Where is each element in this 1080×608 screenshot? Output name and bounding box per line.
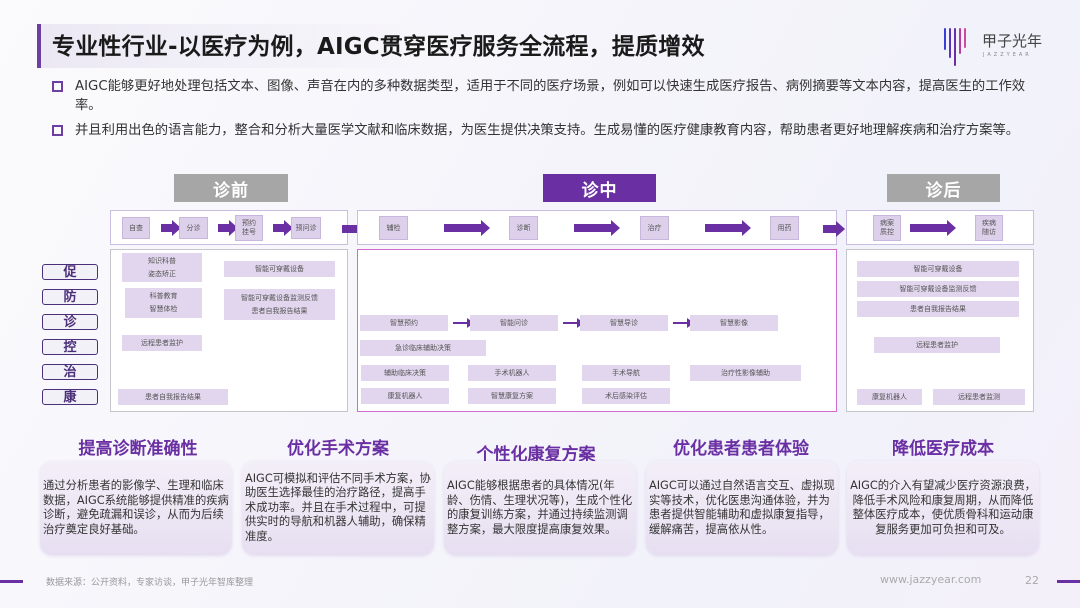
arrow-right-icon bbox=[444, 220, 490, 236]
chip: 手术机器人 bbox=[468, 365, 556, 381]
chip: 患者自我报告结果 bbox=[118, 389, 228, 405]
side-label-recover: 康 bbox=[42, 389, 98, 405]
step-appointment: 预约挂号 bbox=[235, 215, 263, 241]
chip: 智慧影像 bbox=[690, 315, 778, 331]
chip: 患者自我报告结果 bbox=[857, 301, 1019, 317]
side-label-diagnose: 诊 bbox=[42, 314, 98, 330]
arrow-right-icon bbox=[823, 221, 845, 237]
step-aux-exam: 辅检 bbox=[379, 216, 408, 240]
brand-logo: 甲子光年 JAZZYEAR bbox=[944, 24, 1054, 70]
step-pre-consult: 预问诊 bbox=[291, 217, 321, 239]
benefit-card: AIGC的介入有望减少医疗资源浪费，降低手术风险和康复周期，从而降低整体医疗成本… bbox=[847, 461, 1039, 555]
benefit-card: AIGC能够根据患者的具体情况(年龄、伤情、生理状况等)，生成个性化的康复训练方… bbox=[444, 461, 636, 555]
page-title: 专业性行业-以医疗为例，AIGC贯穿医疗服务全流程，提质增效 bbox=[52, 34, 705, 60]
bullet-item: 并且利用出色的语言能力，整合和分析大量医学文献和临床数据，为医生提供决策支持。生… bbox=[48, 121, 1048, 140]
square-bullet-icon bbox=[52, 81, 63, 92]
arrow-right-icon bbox=[574, 220, 620, 236]
arrow-right-icon bbox=[705, 220, 751, 236]
title-accent-bar bbox=[37, 24, 437, 68]
detail-box-during: 智慧预约 智能问诊 智慧导诊 智慧影像 急诊临床辅助决策 辅助临床决策 手术机器… bbox=[357, 249, 837, 412]
side-label-control: 控 bbox=[42, 339, 98, 355]
arrow-right-icon bbox=[161, 220, 181, 236]
arrow-right-icon bbox=[273, 220, 293, 236]
step-case-qc: 病案质控 bbox=[873, 215, 901, 241]
logo-bars-icon bbox=[944, 28, 972, 66]
chip: 科普教育 智慧体检 bbox=[125, 288, 202, 318]
card-title: 优化手术方案 bbox=[287, 439, 389, 459]
flow-row-post: 病案质控 疾病随访 bbox=[846, 210, 1034, 245]
chip: 智慧预约 bbox=[360, 315, 448, 331]
data-source: 数据来源：公开资料，专家访谈，甲子光年智库整理 bbox=[46, 578, 254, 588]
website-link[interactable]: www.jazzyear.com bbox=[880, 573, 982, 586]
bullet-item: AIGC能够更好地处理包括文本、图像、声音在内的多种数据类型，适用于不同的医疗场… bbox=[48, 77, 1048, 115]
card-title: 优化患者患者体验 bbox=[673, 439, 809, 459]
side-label-treat: 治 bbox=[42, 364, 98, 380]
chip: 辅助临床决策 bbox=[361, 365, 449, 381]
chip: 治疗性影像辅助 bbox=[690, 365, 801, 381]
step-self-check: 自查 bbox=[122, 217, 150, 239]
side-label-promote: 促 bbox=[42, 264, 98, 280]
detail-box-pre: 知识科普 姿态矫正 智能可穿戴设备 科普教育 智慧体检 智能可穿戴设备监测反馈 … bbox=[110, 249, 348, 412]
logo-subtitle: JAZZYEAR bbox=[983, 52, 1032, 58]
chip: 智能可穿戴设备 bbox=[224, 261, 335, 277]
chip: 智能可穿戴设备 bbox=[857, 261, 1019, 277]
card-title: 提高诊断准确性 bbox=[78, 439, 198, 459]
chip: 知识科普 姿态矫正 bbox=[122, 253, 202, 282]
chip: 智慧康复方案 bbox=[468, 388, 556, 404]
arrow-right-icon bbox=[673, 318, 694, 328]
chip: 智慧导诊 bbox=[580, 315, 668, 331]
arrow-right-icon bbox=[218, 220, 238, 236]
flow-row-pre: 自查 分诊 预约挂号 预问诊 bbox=[110, 210, 348, 245]
footer-accent-line bbox=[0, 580, 23, 583]
chip: 康复机器人 bbox=[361, 388, 449, 404]
phase-header-during: 诊中 bbox=[543, 174, 656, 202]
step-triage: 分诊 bbox=[179, 217, 208, 239]
intro-bullets: AIGC能够更好地处理包括文本、图像、声音在内的多种数据类型，适用于不同的医疗场… bbox=[48, 77, 1048, 146]
logo-name: 甲子光年 bbox=[982, 32, 1043, 50]
chip: 智能可穿戴设备监测反馈 bbox=[857, 281, 1019, 297]
step-medication: 用药 bbox=[770, 216, 799, 240]
benefit-card: AIGC可模拟和评估不同手术方案，协助医生选择最佳的治疗路径，提高手术成功率。并… bbox=[242, 461, 434, 555]
detail-box-post: 智能可穿戴设备 智能可穿戴设备监测反馈 患者自我报告结果 远程患者监护 康复机器… bbox=[846, 249, 1034, 412]
chip: 急诊临床辅助决策 bbox=[360, 340, 486, 356]
benefit-card: AIGC可以通过自然语言交互、虚拟现实等技术，优化医患沟通体验，并为患者提供智能… bbox=[646, 461, 838, 555]
square-bullet-icon bbox=[52, 125, 63, 136]
step-treatment: 治疗 bbox=[640, 216, 669, 240]
phase-header-post: 诊后 bbox=[887, 174, 1000, 202]
footer-accent-line bbox=[1057, 580, 1080, 583]
card-title: 降低医疗成本 bbox=[892, 439, 994, 459]
chip: 智能问诊 bbox=[470, 315, 558, 331]
arrow-right-icon bbox=[563, 318, 584, 328]
page-number: 22 bbox=[1025, 574, 1039, 587]
chip: 手术导航 bbox=[582, 365, 670, 381]
chip: 远程患者监护 bbox=[122, 335, 202, 351]
benefit-card: 通过分析患者的影像学、生理和临床数据，AIGC系统能够提供精准的疾病诊断，避免疏… bbox=[40, 461, 232, 555]
flow-row-during: 辅检 诊断 治疗 用药 bbox=[357, 210, 837, 245]
card-title: 个性化康复方案 bbox=[476, 445, 596, 465]
step-diagnosis: 诊断 bbox=[509, 216, 538, 240]
chip: 术后感染评估 bbox=[582, 388, 670, 404]
side-label-prevent: 防 bbox=[42, 289, 98, 305]
phase-header-pre: 诊前 bbox=[174, 174, 288, 202]
step-follow-up: 疾病随访 bbox=[975, 215, 1003, 241]
chip: 康复机器人 bbox=[857, 389, 922, 405]
arrow-right-icon bbox=[453, 318, 474, 328]
chip: 远程患者监护 bbox=[874, 337, 1000, 353]
chip: 远程患者监测 bbox=[933, 389, 1025, 405]
arrow-right-icon bbox=[910, 220, 956, 236]
chip: 智能可穿戴设备监测反馈 患者自我报告结果 bbox=[224, 289, 335, 320]
